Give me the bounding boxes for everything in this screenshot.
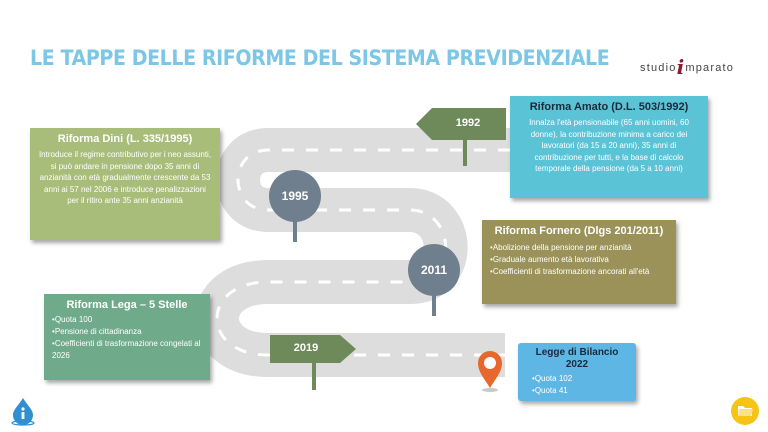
- logo-suffix: mparato: [685, 62, 735, 74]
- list-item: Coefficienti di trasformazione ancorati …: [490, 266, 668, 278]
- sign-2019: [270, 335, 356, 390]
- bilancio-2022-title: Legge di Bilancio 2022: [535, 347, 619, 370]
- sign-1992: [416, 108, 506, 166]
- page-title: LE TAPPE DELLE RIFORME DEL SISTEMA PREVI…: [30, 46, 610, 71]
- sign-2011: [408, 244, 460, 316]
- road-surface: [195, 128, 510, 377]
- info-drop-icon[interactable]: [8, 396, 38, 426]
- bilancio-2022-list: Quota 102 Quota 41: [526, 373, 628, 397]
- logo-prefix: studio: [640, 62, 677, 74]
- list-item: Abolizione della pensione per anzianità: [490, 242, 668, 254]
- reform-amato-title: Riforma Amato (D.L. 503/1992): [529, 101, 689, 113]
- reform-fornero-box: Riforma Fornero (Dlgs 201/2011) Abolizio…: [482, 220, 676, 304]
- location-pin-icon: [478, 351, 502, 392]
- list-item: Quota 41: [532, 385, 628, 397]
- year-2019: 2019: [293, 342, 319, 354]
- list-item: Quota 100: [52, 314, 202, 326]
- reform-lega-list: Quota 100 Pensione di cittadinanza Coeff…: [52, 314, 202, 362]
- reform-dini-box: Riforma Dini (L. 335/1995) Introduce il …: [30, 128, 220, 240]
- reform-fornero-title: Riforma Fornero (Dlgs 201/2011): [494, 225, 664, 237]
- reform-fornero-list: Abolizione della pensione per anzianità …: [490, 242, 668, 278]
- list-item: Pensione di cittadinanza: [52, 326, 202, 338]
- bilancio-2022-box: Legge di Bilancio 2022 Quota 102 Quota 4…: [518, 343, 636, 401]
- sign-1995: [269, 170, 321, 242]
- year-1995: 1995: [281, 189, 309, 203]
- reform-dini-title: Riforma Dini (L. 335/1995): [57, 133, 193, 145]
- list-item: Graduale aumento età lavorativa: [490, 254, 668, 266]
- year-1992: 1992: [455, 117, 481, 129]
- reform-lega-box: Riforma Lega – 5 Stelle Quota 100 Pensio…: [44, 294, 210, 380]
- studio-imparato-logo: studioimparato: [640, 52, 735, 79]
- reform-amato-body: Innalza l'età pensionabile (65 anni uomi…: [529, 118, 689, 173]
- reform-amato-box: Riforma Amato (D.L. 503/1992) Innalza l'…: [510, 96, 708, 198]
- list-item: Coefficienti di trasformazione congelati…: [52, 338, 202, 362]
- folder-icon[interactable]: [730, 396, 760, 426]
- list-item: Quota 102: [532, 373, 628, 385]
- logo-i: i: [676, 55, 686, 79]
- reform-lega-title: Riforma Lega – 5 Stelle: [66, 299, 188, 311]
- reform-dini-body: Introduce il regime contributivo per i n…: [38, 150, 212, 205]
- road-dashes: [215, 148, 510, 357]
- year-2011: 2011: [420, 263, 448, 277]
